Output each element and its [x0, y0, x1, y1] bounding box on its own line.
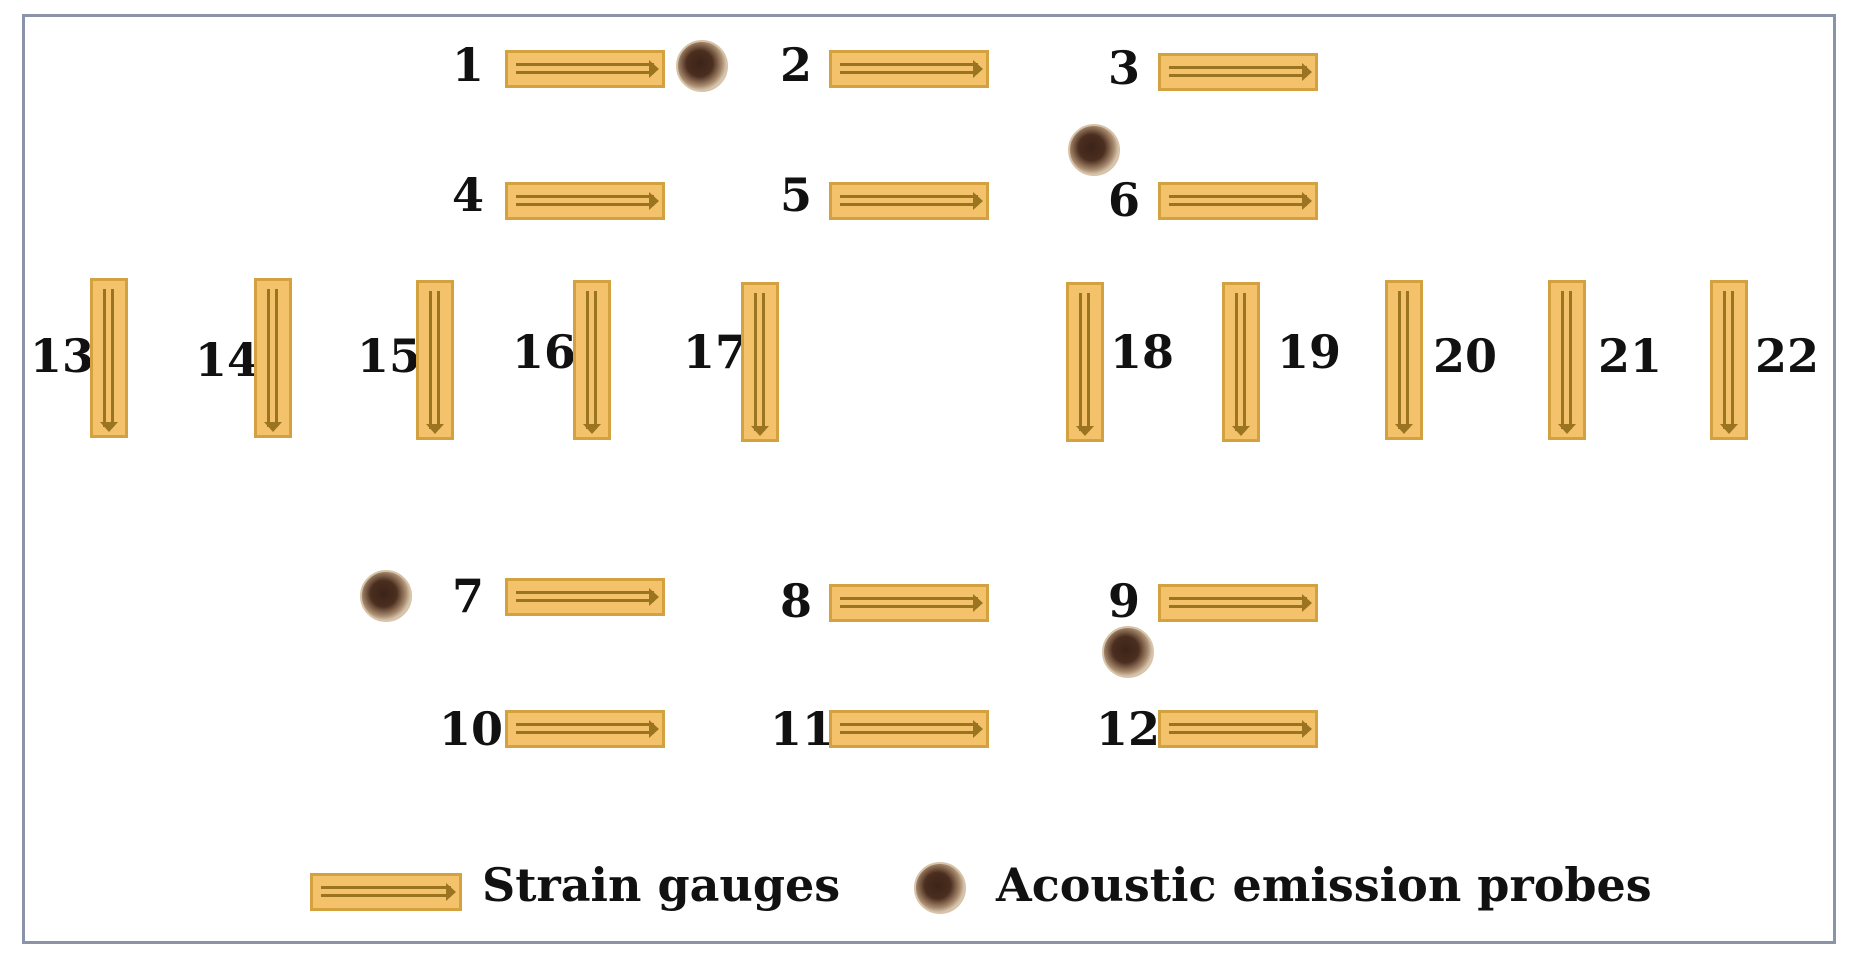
gauge-12-label: 12 [1096, 702, 1161, 756]
gauge-13-label: 13 [30, 329, 95, 383]
gauge-21-label: 21 [1598, 329, 1663, 383]
gauge-15-label: 15 [357, 329, 422, 383]
gauge-14-label: 14 [195, 333, 260, 387]
strain-gauge-16 [573, 280, 611, 440]
gauge-20-label: 20 [1433, 329, 1498, 383]
gauge-18-label: 18 [1110, 325, 1175, 379]
strain-gauge-19 [1222, 282, 1260, 442]
strain-gauge-3 [1158, 53, 1318, 91]
strain-gauge-7 [505, 578, 665, 616]
gauge-3-label: 3 [1108, 41, 1141, 95]
gauge-17-label: 17 [683, 325, 748, 379]
gauge-22-label: 22 [1755, 329, 1820, 383]
gauge-16-label: 16 [512, 325, 577, 379]
legend-acoustic-emission-probe-icon [914, 862, 966, 914]
legend-strain-gauges-label: Strain gauges [482, 858, 841, 912]
strain-gauge-8 [829, 584, 989, 622]
gauge-11-label: 11 [770, 702, 835, 756]
legend-acoustic-emission-probes-label: Acoustic emission probes [996, 858, 1652, 912]
gauge-1-label: 1 [452, 38, 485, 92]
gauge-4-label: 4 [452, 168, 485, 222]
strain-gauge-18 [1066, 282, 1104, 442]
gauge-7-label: 7 [452, 569, 485, 623]
strain-gauge-6 [1158, 182, 1318, 220]
gauge-6-label: 6 [1108, 173, 1141, 227]
gauge-2-label: 2 [780, 38, 813, 92]
strain-gauge-9 [1158, 584, 1318, 622]
strain-gauge-2 [829, 50, 989, 88]
diagram-frame [22, 14, 1836, 944]
strain-gauge-22 [1710, 280, 1748, 440]
strain-gauge-20 [1385, 280, 1423, 440]
strain-gauge-4 [505, 182, 665, 220]
acoustic-emission-probe-2 [1068, 124, 1120, 176]
strain-gauge-17 [741, 282, 779, 442]
gauge-8-label: 8 [780, 574, 813, 628]
acoustic-emission-probe-1 [676, 40, 728, 92]
strain-gauge-10 [505, 710, 665, 748]
strain-gauge-13 [90, 278, 128, 438]
strain-gauge-1 [505, 50, 665, 88]
gauge-5-label: 5 [780, 168, 813, 222]
strain-gauge-12 [1158, 710, 1318, 748]
gauge-19-label: 19 [1277, 325, 1342, 379]
strain-gauge-5 [829, 182, 989, 220]
acoustic-emission-probe-3 [360, 570, 412, 622]
strain-gauge-11 [829, 710, 989, 748]
gauge-10-label: 10 [439, 702, 504, 756]
acoustic-emission-probe-4 [1102, 626, 1154, 678]
legend-strain-gauge-icon [310, 873, 462, 911]
strain-gauge-15 [416, 280, 454, 440]
gauge-9-label: 9 [1108, 574, 1141, 628]
strain-gauge-14 [254, 278, 292, 438]
strain-gauge-21 [1548, 280, 1586, 440]
